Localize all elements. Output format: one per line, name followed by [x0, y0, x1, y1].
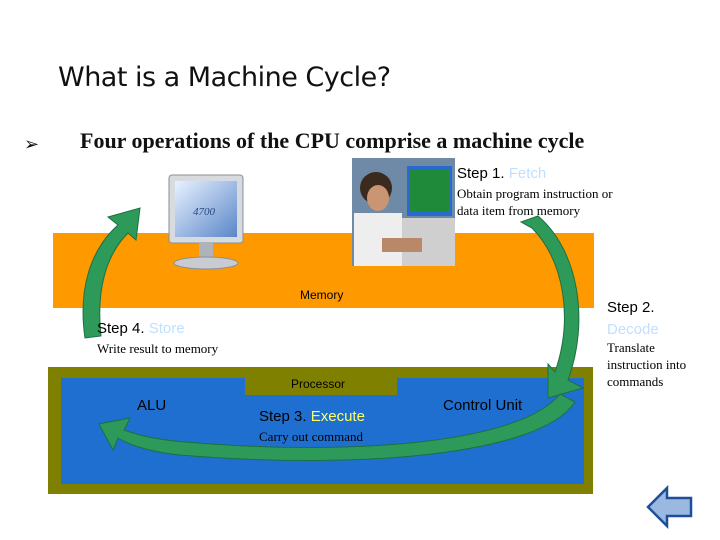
user-at-computer-photo	[352, 158, 455, 266]
step3-heading: Step 3. Execute	[259, 408, 365, 425]
step2-keyword: Decode	[607, 321, 659, 338]
back-arrow-icon	[646, 485, 693, 530]
processor-label: Processor	[291, 377, 346, 391]
step4-keyword: Store	[148, 320, 185, 337]
arrow-bullet-icon: ➢	[24, 134, 40, 154]
alu-label: ALU	[137, 397, 167, 414]
memory-band	[53, 233, 594, 308]
step4-heading: Step 4. Store	[97, 320, 185, 337]
bullet-text: Four operations of the CPU comprise a ma…	[80, 128, 585, 153]
step1-heading: Step 1. Fetch	[457, 165, 546, 182]
step4-prefix: Step 4.	[97, 320, 145, 337]
control-unit-label: Control Unit	[443, 397, 523, 414]
step2-description: Translate instruction into commands	[607, 340, 687, 389]
step3-description: Carry out command	[259, 429, 363, 444]
step3-keyword: Execute	[310, 408, 365, 425]
alu-area	[61, 378, 245, 484]
step2-heading: Step 2. Decode	[607, 297, 707, 341]
step3-prefix: Step 3.	[259, 408, 307, 425]
control-unit-area	[397, 378, 584, 484]
step1-keyword: Fetch	[508, 165, 547, 182]
memory-label: Memory	[300, 288, 344, 302]
step1-prefix: Step 1.	[457, 165, 505, 182]
slide-title: What is a Machine Cycle?	[58, 62, 391, 93]
monitor-icon: 4700	[168, 174, 244, 270]
monitor-text: 4700	[193, 206, 216, 218]
step1-description: Obtain program instruction or data item …	[457, 186, 613, 218]
step2-prefix: Step 2.	[607, 299, 655, 316]
back-button[interactable]	[645, 485, 695, 530]
step4-description: Write result to memory	[97, 341, 219, 356]
